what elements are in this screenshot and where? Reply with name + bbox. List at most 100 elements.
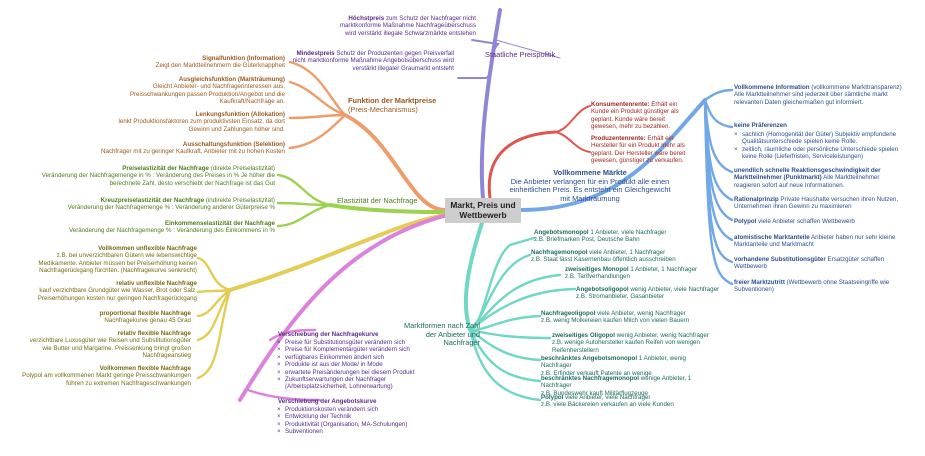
kreuzpreiselastizitaet-node[interactable]: Kreuzpreiselastizität der Nachfrage (ind… <box>40 197 275 212</box>
keine-praeferenzen-title[interactable]: keine Präferenzen <box>734 122 787 129</box>
reaktionsgeschwindigkeit-title: unendlich schnelle Reaktionsgeschwindigk… <box>734 167 881 182</box>
list-item: zeitlich, räumliche oder persönliche Unt… <box>734 146 910 161</box>
zweiseitiges-oligopol-title: zweiseitiges Oligopol <box>552 332 615 339</box>
list-item: sachlich (Homogenität der Güter) Subjekt… <box>734 131 910 146</box>
funktion-subtitle: (Preis-Mechanismus) <box>348 104 418 114</box>
mindestpreis-node[interactable]: Mindestpreis Schutz der Produzenten gege… <box>288 50 454 72</box>
vollkommene-information-node[interactable]: Vollkommene Information (vollkommene Mar… <box>734 84 906 106</box>
preiselastizitaet-node[interactable]: Preiselastizität der Nachfrage (direkte … <box>40 165 275 187</box>
nachfragemonopol-node[interactable]: Nachfragemonopol viele Anbieter, 1 Nachf… <box>531 249 711 264</box>
verschiebung-angebot-list: Produktionskosten verändern sich Entwick… <box>277 406 447 436</box>
produzentenrente-node[interactable]: Produzentenrente: Erhält ein Hersteller … <box>591 135 691 165</box>
nachfragemonopol-text: viele Anbieter, 1 Nachfrager <box>589 249 666 256</box>
list-item: erwartete Preisänderungen bei diesem Pro… <box>277 369 447 377</box>
atomistische-marktanteile-title: atomistische Marktanteile <box>734 234 810 241</box>
list-item: Subventionen <box>277 428 447 436</box>
list-item: Preise für Substitutionsgüter verändern … <box>277 339 447 347</box>
polypol-node[interactable]: Polypol viele Anbieter, viele Nachfrager… <box>541 394 711 409</box>
freier-marktzutritt-title: freier Marktzutritt <box>734 279 785 286</box>
vollkommen-flexible-text: Polypol am vollkommenen Markt geringe Pr… <box>22 372 191 387</box>
angebotsmonopol-node[interactable]: Angebotsmonopol 1 Anbieter, viele Nachfr… <box>534 229 694 244</box>
funktion-title: Funktion der Marktpreise <box>348 96 437 105</box>
konsumentenrente-node[interactable]: Konsumentenrente: Erhält ein Kunde ein P… <box>591 101 691 131</box>
freier-marktzutritt-node[interactable]: freier Marktzutritt (Wettbewerb ohne Sta… <box>734 279 906 294</box>
branch-staatliche-preispolitik[interactable]: Staatliche Preispolitik <box>485 50 556 59</box>
nachfragemonopol-title: Nachfragemonopol <box>531 249 588 256</box>
produzentenrente-title: Produzentenrente: <box>591 135 646 142</box>
konsumentenrente-text: Erhält ein Kunde ein Produkt günstiger a… <box>591 101 679 131</box>
zweiseitiges-monopol-node[interactable]: zweiseitiges Monopol 1 Anbieter, 1 Nachf… <box>565 266 715 281</box>
branch-funktion-der-marktpreise[interactable]: Funktion der Marktpreise(Preis-Mechanism… <box>348 96 437 114</box>
polypol-vollkommen-node[interactable]: Polypol viele Anbieter schaffen Wettbewe… <box>734 218 906 225</box>
lenkungsfunktion-title: Lenkungsfunktion (Allokation) <box>195 111 285 118</box>
nachfrageoligopol-node[interactable]: Nachfrageoligopol viele Anbieter, wenig … <box>541 310 721 325</box>
keine-praeferenzen-list: sachlich (Homogenität der Güter) Subjekt… <box>734 131 910 161</box>
signalfunktion-node[interactable]: Signalfunktion (Information)Zeigt den Ma… <box>120 55 285 70</box>
branch-marktformen[interactable]: Marktformen nach Zahl der Anbieter und N… <box>404 321 480 348</box>
beschraenktes-angebotsmonopol-node[interactable]: beschränktes Angebotsmonopol 1 Anbieter,… <box>541 355 701 377</box>
zweiseitiges-oligopol-example: z.B. wenige Autohersteller kaufen Reifen… <box>552 339 700 354</box>
list-item: Produkte ist aus der Mode/ in Mode <box>277 361 447 369</box>
rationalprinzip-title: Rationalprinzip <box>734 196 779 203</box>
einkommenselastizitaet-title: Einkommenselastizität der Nachfrage <box>164 220 275 227</box>
preiselastizitaet-title: Preiselastizität der Nachfrage <box>122 165 209 172</box>
reaktionsgeschwindigkeit-text: Alle Marktteilnehmer reagieren sofort au… <box>734 174 880 189</box>
preiselastizitaet-suffix: (direkte Preiselastizität) <box>210 165 275 172</box>
angebotsoligopol-text: wenig Anbieter, viele Nachfrager <box>630 286 720 293</box>
list-item: Produktionskosten verändern sich <box>277 406 447 414</box>
rationalprinzip-node[interactable]: Rationalprinzip Private Haushalte versuc… <box>734 196 914 211</box>
ausschaltungsfunktion-text: Nachfrager mit zu geringer Kaufkraft, An… <box>100 148 285 156</box>
angebotsmonopol-title: Angebotsmonopol <box>534 229 589 236</box>
ausgleichsfunktion-text: Gleicht Anbieter- und Nachfragerinteress… <box>129 83 285 106</box>
list-item: verfügbares Einkommen ändert sich <box>277 354 447 362</box>
zweiseitiges-monopol-title: zweiseitiges Monopol <box>565 266 629 273</box>
polypol-text: viele Anbieter, viele Nachfrager <box>565 394 651 401</box>
beschraenktes-nachfragemonopol-title: beschränktes Nachfragemonopol <box>541 375 639 382</box>
relativ-flexible-title: relativ flexible Nachfrage <box>117 330 191 337</box>
angebotsmonopol-text: 1 Anbieter, viele Nachfrager <box>590 229 667 236</box>
substitutionsgueter-node[interactable]: vorhandene Substitutionsgüter Ersatzgüte… <box>734 256 906 271</box>
relativ-unflexible-text: kauf verzichtbare Grundgüter wie Wasser,… <box>37 287 197 302</box>
ausgleichsfunktion-title: Ausgleichsfunktion (Markträumung) <box>178 76 285 83</box>
nachfragemonopol-example: z.B. Staat lässt Kasernenbau öffentlich … <box>531 256 676 264</box>
vollkommen-flexible-title: Vollkommen flexible Nachfrage <box>99 365 191 372</box>
verschiebung-nachfrage-title[interactable]: Verschiebung der Nachfragekurve <box>278 331 379 338</box>
hoechstpreis-title: Höchstpreis <box>348 15 385 22</box>
angebotsoligopol-node[interactable]: Angebotsoligopol wenig Anbieter, viele N… <box>576 286 736 301</box>
kreuzpreiselastizitaet-suffix: (indirekte Preiselastizität) <box>205 197 275 204</box>
ausschaltungsfunktion-node[interactable]: Ausschaltungsfunktion (Selektion)Nachfra… <box>100 141 285 156</box>
polypol-example: z.B. viele Bäckereien verkaufen an viele… <box>541 401 674 409</box>
vollkommene-information-text: (vollkommene Markttransparenz) Alle Mark… <box>734 84 902 106</box>
list-item: Zukunftserwartungen der Nachfrager (Arbe… <box>277 376 447 391</box>
hoechstpreis-node[interactable]: Höchstpreis zum Schutz der Nachfrager ni… <box>330 15 476 37</box>
ausgleichsfunktion-node[interactable]: Ausgleichsfunktion (Markträumung)Gleicht… <box>120 76 285 106</box>
signalfunktion-title: Signalfunktion (Information) <box>202 55 285 62</box>
vollkommene-maerkte-title: Vollkommene Märkte <box>553 168 627 177</box>
branch-elastizitaet[interactable]: Elastizität der Nachfrage <box>337 196 418 205</box>
zweiseitiges-oligopol-node[interactable]: zweiseitiges Oligopol wenig Anbieter, we… <box>552 332 722 354</box>
verschiebung-angebot-title[interactable]: Verschiebung der Angebotskurve <box>278 398 377 405</box>
substitutionsgueter-text: Ersatzgüter schaffen Wettbewerb <box>734 256 885 271</box>
beschraenktes-nachfragemonopol-node[interactable]: beschränktes Nachfragemonopol wenige Anb… <box>541 375 711 397</box>
lenkungsfunktion-node[interactable]: Lenkungsfunktion (Allokation)lenkt Produ… <box>105 111 285 133</box>
nachfrageoligopol-title: Nachfrageoligopol <box>541 310 596 317</box>
substitutionsgueter-title: vorhandene Substitutionsgüter <box>734 256 826 263</box>
atomistische-marktanteile-node[interactable]: atomistische Marktanteile Anbieter haben… <box>734 234 906 249</box>
lenkungsfunktion-text: lenkt Produktionsfaktoren zum produktivs… <box>118 118 285 133</box>
konsumentenrente-title: Konsumentenrente: <box>591 101 650 108</box>
vollkommen-unflexible-title: Vollkommen unflexible Nachfrage <box>98 245 197 252</box>
reaktionsgeschwindigkeit-node[interactable]: unendlich schnelle Reaktionsgeschwindigk… <box>734 167 906 189</box>
beschraenktes-angebotsmonopol-text: 1 Anbieter, wenig Nachfrager <box>541 355 686 370</box>
einkommenselastizitaet-text: Veränderung der Nachfragemenge % : Verän… <box>68 227 275 235</box>
beschraenktes-nachfragemonopol-text: wenige Anbieter, 1 Nachfrager <box>541 375 692 390</box>
proportional-flexible-text: Nachfragekurve genau 45 Grad <box>104 317 191 325</box>
